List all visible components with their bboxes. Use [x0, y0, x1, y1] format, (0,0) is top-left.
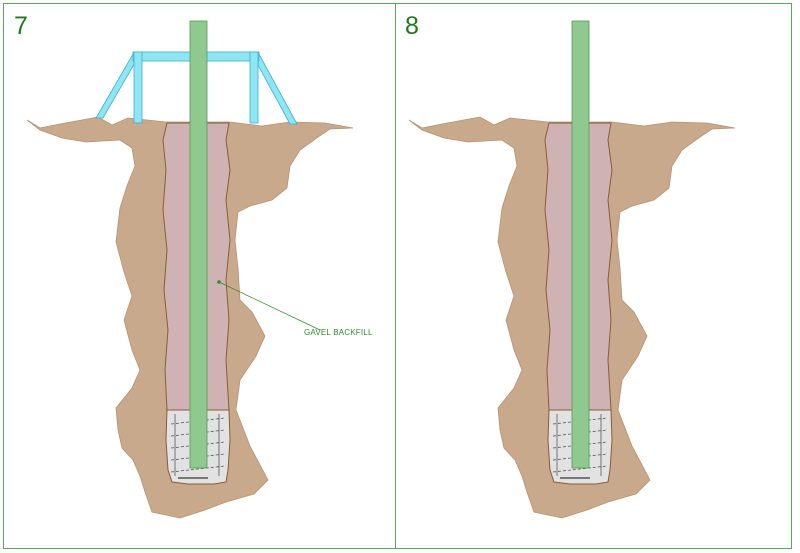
gravel-backfill-label: GAVEL BACKFILL	[304, 328, 373, 337]
steel-pile	[189, 20, 208, 469]
step-number-7: 7	[14, 12, 28, 40]
callout-leader	[218, 281, 321, 331]
panel-8	[408, 20, 736, 519]
steel-pile	[571, 20, 590, 469]
step-number-8: 8	[405, 12, 419, 40]
panel-7	[26, 20, 354, 519]
figure-border	[3, 3, 792, 549]
